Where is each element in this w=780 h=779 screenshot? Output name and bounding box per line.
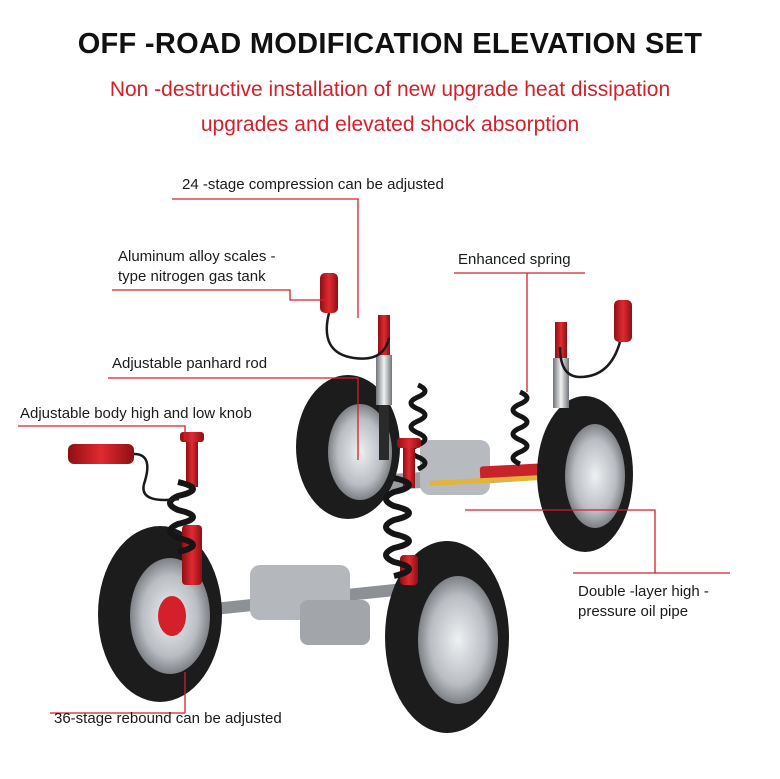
rear-axle-assembly [350, 440, 560, 495]
subtitle-line-2: upgrades and elevated shock absorption [200, 113, 580, 136]
callout-panhard: Adjustable panhard rod [112, 355, 268, 372]
rear-left-wheel [296, 375, 400, 519]
callout-oil-pipe: Double -layer high - pressure oil pipe [578, 582, 709, 622]
rear-springs [408, 382, 530, 472]
rear-gas-tank-right [558, 300, 632, 379]
callout-gas-tank: Aluminum alloy scales - type nitrogen ga… [118, 247, 276, 287]
front-springs [167, 475, 412, 579]
front-gas-tank [68, 444, 180, 502]
rear-right-wheel [537, 396, 633, 552]
leader-lines [18, 198, 730, 714]
front-left-wheel [98, 526, 222, 702]
front-right-wheel [385, 541, 509, 733]
callout-gas-tank-line-1: Aluminum alloy scales - [118, 248, 276, 265]
rear-right-shock [553, 322, 569, 408]
callout-gas-tank-line-2: type nitrogen gas tank [118, 268, 266, 285]
callout-oil-pipe-line-1: Double -layer high - [578, 583, 709, 600]
callout-knob: Adjustable body high and low knob [20, 405, 252, 422]
callout-compression: 24 -stage compression can be adjusted [182, 176, 444, 193]
callout-rebound: 36-stage rebound can be adjusted [54, 710, 282, 727]
rear-gas-tank-left [320, 273, 391, 360]
callout-oil-pipe-line-2: pressure oil pipe [578, 603, 689, 620]
callout-spring: Enhanced spring [458, 251, 571, 268]
page-title: OFF -ROAD MODIFICATION ELEVATION SET [77, 28, 703, 60]
front-axle-assembly [160, 565, 420, 645]
subtitle-line-1: Non -destructive installation of new upg… [109, 78, 671, 101]
